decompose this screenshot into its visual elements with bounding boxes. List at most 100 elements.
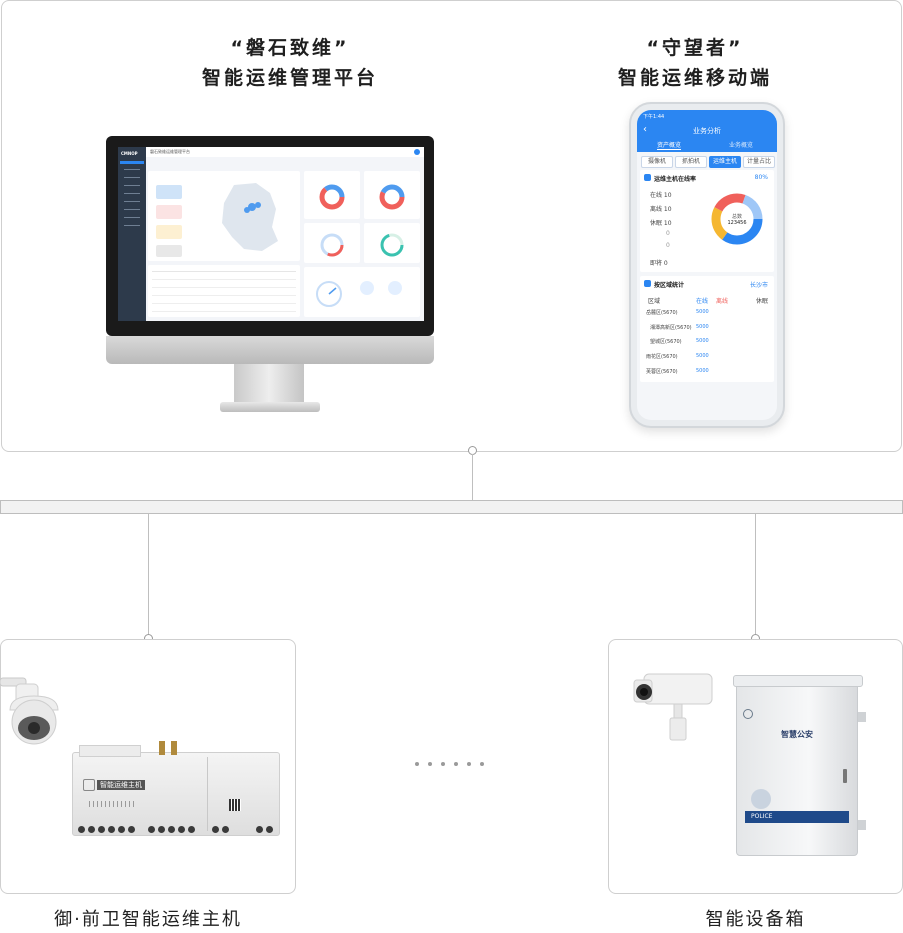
monitor-chin (106, 336, 434, 364)
phone-row-area[interactable]: 望城区(5670) (650, 339, 682, 345)
desktop-map-card (148, 171, 300, 261)
gauge-icon (316, 281, 342, 307)
sidebar-item[interactable] (124, 169, 140, 170)
phone-tab-assets[interactable]: 资产概览 (657, 142, 682, 150)
terminal-screw (78, 826, 85, 833)
phone-row-value: 5000 (696, 309, 709, 315)
platform-title-line1: “磐石致维” (230, 37, 350, 59)
phone-district-label: 按区域统计 (654, 282, 685, 289)
phone-donut-center-value: 123456 (727, 220, 747, 226)
host-qr-code (229, 799, 241, 811)
phone-table-header-offline: 离线 (716, 298, 729, 305)
desktop-table-card (148, 265, 300, 317)
monitor-base (220, 402, 320, 412)
phone-online-value: 80% (754, 174, 768, 181)
phone-tab-business[interactable]: 业务概览 (729, 142, 754, 149)
desktop-app-title: 磐石致维运维管理平台 (150, 149, 190, 154)
cabinet-lock-icon[interactable] (843, 769, 847, 783)
police-figure-icon (751, 789, 771, 809)
cabinet-police-badge: POLICE (745, 811, 849, 823)
donut-chart-icon (379, 184, 405, 210)
phone-legend-offline: 离线 10 (650, 206, 672, 213)
mobile-title: “守望者” 智能运维移动端 (565, 33, 825, 93)
phone-legend-sleep: 休眠 10 (650, 220, 672, 227)
phone-subtab-capture[interactable]: 抓拍机 (675, 156, 707, 168)
phone-table-header-online: 在线 (696, 298, 709, 305)
phone-legend-sub2: 0 (666, 242, 670, 249)
terminal-screw (128, 826, 135, 833)
sidebar-active-item[interactable] (120, 161, 144, 164)
phone-table-header-sleep: 休眠 (756, 298, 769, 305)
sidebar-item[interactable] (124, 217, 140, 218)
smart-cabinet: 智慧公安 POLICE (733, 675, 863, 856)
terminal-screw (168, 826, 175, 833)
ring-chart-icon (320, 233, 344, 257)
right-connector-line (755, 513, 756, 635)
sidebar-item[interactable] (124, 177, 140, 178)
phone-screen: 下午1:44 ‹ 业务分析 资产概览 业务概览 摄像机 抓拍机 运维主机 计量占… (637, 110, 777, 420)
platform-title: “磐石致维” 智能运维管理平台 (140, 33, 440, 93)
desktop-donut-card-2 (364, 171, 420, 219)
desktop-avatar[interactable] (414, 149, 420, 155)
phone-row-area[interactable]: 芙蓉区(5670) (646, 369, 678, 375)
host-caption: 御·前卫智能运维主机 (54, 909, 242, 930)
phone-subtab-camera[interactable]: 摄像机 (641, 156, 673, 168)
donut-chart-icon (319, 184, 345, 210)
phone-row-area[interactable]: 雨花区(5670) (646, 354, 678, 360)
desktop-monitor: CMNOP 磐石致维运维管理平台 (106, 136, 434, 441)
antenna-connector-icon (159, 741, 165, 755)
phone-online-card: 运维主机在线率 80% 在线 10 离线 10 休眠 10 0 0 即将 0 总… (640, 170, 774, 272)
phone-online-icon (644, 174, 651, 181)
antenna-connector-icon (171, 741, 177, 755)
sidebar-item[interactable] (124, 185, 140, 186)
smart-host-device: 智能运维主机 (72, 741, 280, 836)
phone-donut-center-label: 总数 (731, 214, 742, 220)
cabinet-roof (733, 675, 863, 687)
phone-legend-sub1: 0 (666, 230, 670, 237)
stat-tile (156, 185, 182, 199)
mobile-phone: 下午1:44 ‹ 业务分析 资产概览 业务概览 摄像机 抓拍机 运维主机 计量占… (629, 102, 785, 428)
desktop-gauge-card (304, 267, 420, 317)
desktop-donut-card-1 (304, 171, 360, 219)
desktop-logo: CMNOP (121, 151, 138, 156)
dome-camera-icon (0, 677, 59, 745)
phone-row-value: 5000 (696, 353, 709, 359)
phone-subtab-host[interactable]: 运维主机 (709, 156, 741, 168)
phone-legend-soon: 即将 0 (650, 260, 668, 267)
terminal-screw (256, 826, 263, 833)
cabinet-title: 智慧公安 (781, 730, 813, 739)
phone-district-card: 按区域统计 长沙市 区域 在线 离线 休眠 岳麓区(5670) 湘潭高新区(56… (640, 276, 774, 382)
terminal-screw (148, 826, 155, 833)
more-devices-ellipsis (415, 751, 505, 766)
phone-row-value: 5000 (696, 324, 709, 330)
phone-row-value: 5000 (696, 368, 709, 374)
terminal-screw (118, 826, 125, 833)
terminal-screw (158, 826, 165, 833)
phone-row-area[interactable]: 湘潭高新区(5670) (650, 325, 692, 331)
sidebar-item[interactable] (124, 193, 140, 194)
sidebar-item[interactable] (124, 225, 140, 226)
sidebar-item[interactable] (124, 209, 140, 210)
desktop-topbar: 磐石致维运维管理平台 (146, 147, 424, 157)
phone-online-label: 运维主机在线率 (654, 176, 697, 183)
phone-legend-online: 在线 10 (650, 192, 672, 199)
terminal-screw (266, 826, 273, 833)
terminal-screw (178, 826, 185, 833)
terminal-screw (212, 826, 219, 833)
stat-tile (156, 245, 182, 257)
cabinet-mount-bracket (858, 820, 866, 830)
sidebar-item[interactable] (124, 201, 140, 202)
phone-back-icon[interactable]: ‹ (643, 124, 647, 135)
phone-subtab-ratio[interactable]: 计量占比 (743, 156, 775, 168)
mobile-title-line1: “守望者” (646, 37, 744, 59)
phone-header-title: 业务分析 (693, 127, 721, 135)
host-terminal-block (79, 745, 141, 757)
mobile-title-line2: 智能运维移动端 (617, 67, 772, 89)
phone-row-value: 5000 (696, 338, 709, 344)
cabinet-mount-bracket (858, 712, 866, 722)
phone-city-select[interactable]: 长沙市 (749, 282, 768, 289)
bullet-camera-icon (633, 673, 713, 741)
phone-row-area[interactable]: 岳麓区(5670) (646, 310, 678, 316)
top-connector-line (472, 454, 473, 500)
cabinet-logo-icon (743, 709, 753, 719)
